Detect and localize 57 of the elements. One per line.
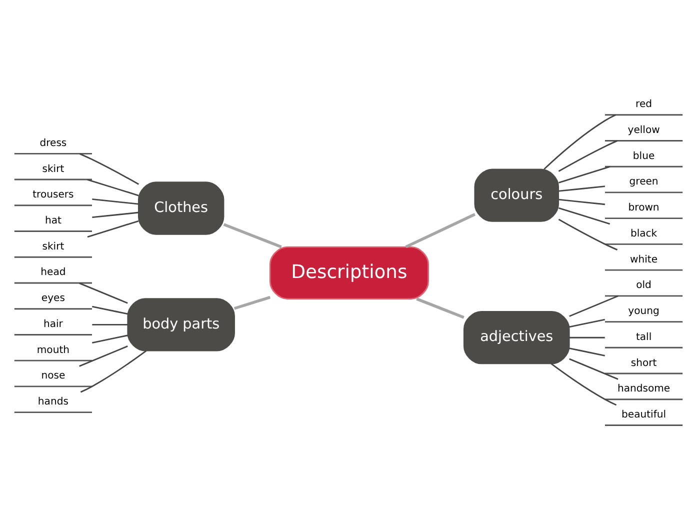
node-text: green xyxy=(629,176,658,188)
node-text: dress xyxy=(40,138,67,149)
node-box: colours xyxy=(474,168,560,222)
connector xyxy=(558,140,618,172)
node-text: white xyxy=(630,254,658,266)
node-text: brown xyxy=(628,202,660,214)
connector xyxy=(92,198,139,205)
node-text: nose xyxy=(41,370,66,382)
connector xyxy=(558,198,606,206)
connector xyxy=(223,223,282,248)
connector xyxy=(80,350,147,393)
connector xyxy=(544,114,616,170)
connector xyxy=(92,212,139,218)
connector xyxy=(558,186,606,192)
connector xyxy=(558,207,610,225)
connector xyxy=(569,336,605,338)
node-text: head xyxy=(40,267,66,278)
node-text: handsome xyxy=(617,384,670,395)
connector xyxy=(79,282,128,304)
connector xyxy=(405,213,476,248)
node-box: Clothes xyxy=(138,182,224,235)
connector xyxy=(558,218,618,250)
node-text: hat xyxy=(44,216,62,226)
node-text: hair xyxy=(43,318,63,330)
connector xyxy=(92,306,128,315)
node-text: young xyxy=(628,306,660,318)
connector xyxy=(550,363,617,406)
node-text: red xyxy=(636,99,652,110)
connector xyxy=(569,348,606,356)
connector xyxy=(234,296,271,310)
node-text: eyes xyxy=(41,293,65,304)
connector xyxy=(79,153,140,185)
node-text: beautiful xyxy=(622,409,666,420)
node-box: Descriptions xyxy=(269,246,429,300)
node-text: blue xyxy=(632,150,655,162)
connector xyxy=(79,346,128,367)
node-box: adjectives xyxy=(463,311,570,364)
node-text: mouth xyxy=(36,344,70,356)
connector xyxy=(569,295,618,317)
node-text: black xyxy=(630,228,658,240)
connector xyxy=(416,298,464,319)
node-text: old xyxy=(636,280,652,292)
connector xyxy=(92,334,128,344)
node-text: skirt xyxy=(42,241,64,252)
node-text: hands xyxy=(38,396,68,408)
node-text: tall xyxy=(636,332,652,343)
connector xyxy=(569,318,606,328)
node-text: trousers xyxy=(32,190,74,201)
node-text: skirt xyxy=(42,164,64,175)
connector xyxy=(87,178,139,196)
node-text: yellow xyxy=(628,124,660,136)
connector xyxy=(558,166,610,184)
connector xyxy=(87,220,139,238)
node-text: short xyxy=(630,358,657,369)
connector xyxy=(92,324,128,326)
connector xyxy=(569,358,618,380)
node-box: body parts xyxy=(127,298,235,352)
